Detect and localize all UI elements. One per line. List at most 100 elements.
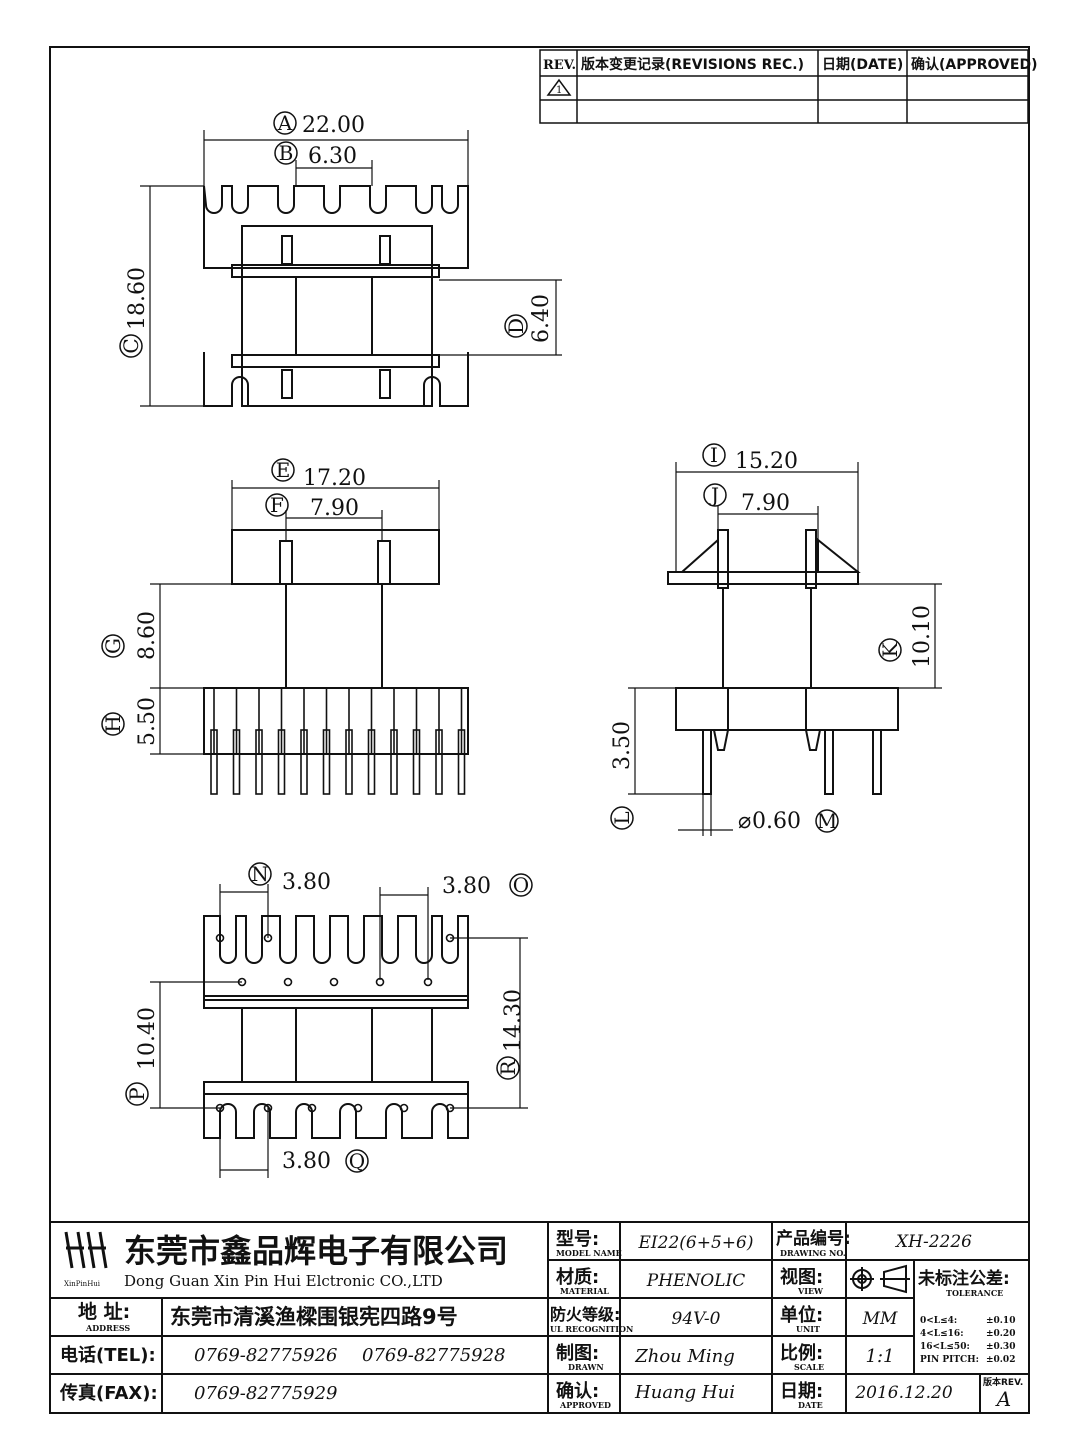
svg-text:P: P: [125, 1087, 149, 1100]
front-view-pins: [210, 688, 466, 795]
revision-table: [539, 49, 1029, 124]
view-label: 视图:: [780, 1266, 823, 1288]
tolerance-range: 0<L≤4:: [920, 1316, 957, 1326]
company-name-cn: 东莞市鑫品辉电子有限公司: [124, 1232, 508, 1270]
dim-L-value: 3.50: [610, 721, 635, 770]
tolerance-label: 未标注公差:: [917, 1268, 1010, 1289]
svg-text:B: B: [279, 141, 294, 165]
tolerance-value: ±0.20: [986, 1329, 1015, 1339]
tolerance-range: 4<L≤16:: [920, 1329, 964, 1339]
tolerance-range: 16<L≤50:: [920, 1342, 970, 1352]
approved-value: Huang Hui: [634, 1382, 735, 1403]
front-view-dim-lines: [150, 480, 440, 755]
tolerance-value: ±0.10: [986, 1316, 1015, 1326]
company-logo: [64, 1231, 108, 1269]
tel-1: 0769-82775926: [194, 1345, 338, 1366]
date-header: 日期(DATE): [822, 57, 903, 73]
fax-label: 传真(FAX):: [59, 1382, 158, 1404]
date-label: 日期:: [780, 1381, 823, 1402]
bottom-view: [203, 915, 469, 1139]
pin: [367, 729, 376, 795]
dim-label-O: O: [509, 873, 533, 897]
dim-A-value: 22.00: [302, 113, 365, 138]
dim-label-K: K: [878, 638, 902, 662]
svg-text:J: J: [709, 483, 719, 507]
pin-hole: [283, 977, 293, 987]
tolerance-value: ±0.30: [986, 1342, 1015, 1352]
logo-text: XinPinHui: [64, 1280, 101, 1288]
rev-triangle-icon: [546, 78, 572, 96]
dim-M-value: 0.60: [752, 809, 801, 834]
svg-text:O: O: [513, 873, 529, 897]
dim-D-value: 6.40: [529, 294, 554, 343]
rev-value: A: [995, 1387, 1011, 1411]
material-value: PHENOLIC: [646, 1271, 746, 1291]
dim-Q-value: 3.80: [282, 1149, 331, 1174]
tolerance-label-en: TOLERANCE: [946, 1288, 1003, 1298]
address-label: 地 址:: [78, 1300, 130, 1323]
svg-text:R: R: [496, 1060, 520, 1076]
dim-label-Q: Q: [345, 1149, 369, 1173]
side-view: [667, 529, 899, 795]
address-label-en: ADDRESS: [85, 1323, 130, 1333]
pin: [412, 729, 421, 795]
rev-header: REV.: [543, 58, 576, 73]
dim-label-A: A: [273, 111, 297, 135]
date-value: 2016.12.20: [854, 1383, 953, 1403]
fire-value: 94V-0: [672, 1309, 721, 1329]
dim-N-value: 3.80: [282, 870, 331, 895]
scale-label-en: SCALE: [794, 1362, 824, 1372]
pin-hole: [307, 1103, 317, 1113]
pin: [390, 729, 398, 795]
dim-E-value: 17.20: [303, 466, 366, 491]
drawing-no-label: 产品编号:: [776, 1228, 851, 1249]
dim-label-H: H: [101, 712, 125, 736]
date-label-en: DATE: [798, 1400, 823, 1410]
svg-text:Q: Q: [349, 1149, 365, 1173]
approved-label-en: APPROVED: [559, 1400, 611, 1410]
svg-text:K: K: [878, 641, 902, 657]
tel-label: 电话(TEL):: [60, 1344, 156, 1366]
pin: [435, 729, 443, 795]
dim-label-L: L: [610, 806, 634, 830]
pin-hole: [329, 977, 339, 987]
approved-header: 确认(APPROVED): [911, 56, 1037, 73]
dim-label-M: M: [815, 809, 839, 833]
dim-B-value: 6.30: [308, 144, 357, 169]
top-view-dim-lines: [140, 130, 562, 407]
dim-P-value: 10.40: [135, 1007, 160, 1070]
svg-text:N: N: [251, 862, 269, 886]
tolerance-range: PIN PITCH:: [920, 1355, 979, 1365]
pin-hole: [399, 1103, 409, 1113]
diameter-symbol: ⌀: [738, 809, 751, 834]
pin: [210, 729, 218, 795]
drawing-no-label-en: DRAWING NO.: [780, 1248, 846, 1258]
dim-label-B: B: [274, 141, 298, 165]
company-name-en: Dong Guan Xin Pin Hui Elctronic CO.,LTD: [124, 1272, 443, 1290]
dim-I-value: 15.20: [735, 449, 798, 474]
dim-label-F: F: [265, 493, 289, 517]
pin: [255, 729, 263, 795]
projection-symbol-icon: [850, 1264, 910, 1294]
address-value: 东莞市清溪渔樑围银宪四路9号: [170, 1305, 458, 1329]
dim-C-value: 18.60: [125, 267, 150, 330]
svg-text:D: D: [504, 318, 528, 334]
drawing-no-value: XH-2226: [894, 1232, 972, 1252]
tolerance-value: ±0.02: [986, 1355, 1015, 1365]
dim-label-I: I: [702, 443, 726, 467]
unit-label-en: UNIT: [796, 1324, 820, 1334]
sheet-border: [49, 46, 1030, 1414]
fire-label-en: UL RECOGNITION: [550, 1324, 633, 1334]
dim-label-R: R: [496, 1056, 520, 1080]
dim-H-value: 5.50: [135, 697, 160, 746]
revisions-header: 版本变更记录(REVISIONS REC.): [581, 56, 804, 73]
drawn-value: Zhou Ming: [634, 1346, 735, 1367]
top-view: [203, 185, 469, 407]
pin: [300, 729, 308, 795]
pin: [277, 729, 286, 795]
svg-text:E: E: [276, 458, 291, 482]
pin: [322, 729, 331, 795]
dim-label-D: D: [504, 314, 528, 338]
dim-G-value: 8.60: [135, 611, 160, 660]
